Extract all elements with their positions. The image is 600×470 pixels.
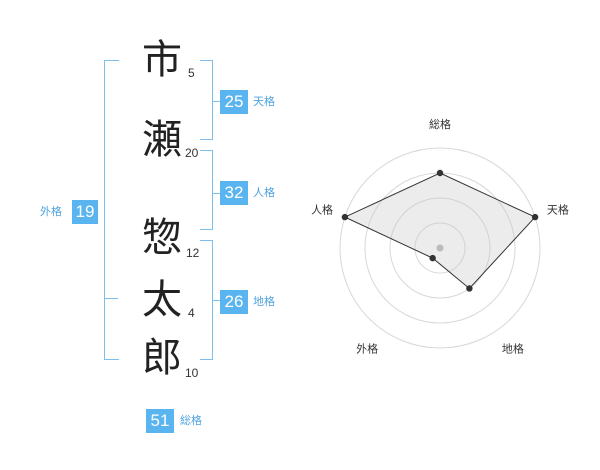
radar-ring-2: [389, 197, 491, 299]
jinkaku-label: 人格: [253, 186, 275, 199]
radar-ring-1: [414, 222, 466, 274]
name-char-2: 瀬: [142, 117, 182, 163]
radar-point-4: [429, 254, 436, 262]
soukaku-label: 総格: [180, 414, 202, 427]
radar-center-dot: [436, 244, 444, 252]
tenkaku-bracket: [200, 60, 213, 140]
name-char-5: 郎: [142, 335, 182, 381]
name-char-3: 惣: [142, 215, 182, 261]
radar-point-3: [466, 285, 473, 292]
jinkaku-bracket: [200, 150, 213, 230]
chikaku-bracket-tick: [212, 300, 220, 301]
gaikaku-label: 外格: [40, 205, 62, 218]
tenkaku-value-badge: 25: [220, 90, 248, 114]
stroke-count-5: 10: [185, 366, 199, 380]
radar-axis-label-5: 人格: [311, 203, 333, 217]
radar-point-2: [531, 213, 539, 221]
stroke-count-2: 20: [185, 146, 199, 160]
jinkaku-value-badge: 32: [220, 181, 248, 205]
chikaku-value-badge: 26: [220, 290, 248, 314]
radar-point-5: [341, 213, 349, 221]
stroke-count-4: 4: [188, 306, 195, 320]
jinkaku-bracket-tick: [212, 193, 220, 194]
radar-points: [341, 169, 539, 292]
radar-ring-4: [339, 147, 541, 349]
gaikaku-bracket-tick: [104, 298, 118, 299]
name-char-4: 太: [142, 277, 182, 323]
radar-axis-label-2: 天格: [547, 203, 569, 217]
chikaku-label: 地格: [253, 295, 275, 308]
radar-point-1: [436, 169, 444, 177]
stroke-count-3: 12: [186, 246, 200, 260]
stroke-count-1: 5: [188, 66, 195, 80]
name-char-1: 市: [142, 37, 182, 83]
gaikaku-bracket: [104, 60, 119, 360]
radar-axis-label-4: 外格: [356, 341, 378, 355]
tenkaku-bracket-tick: [212, 101, 220, 102]
soukaku-value-badge: 51: [146, 409, 174, 433]
gaikaku-value-badge: 19: [72, 200, 98, 224]
tenkaku-label: 天格: [253, 95, 275, 108]
radar-axis-label-1: 総格: [429, 117, 451, 131]
radar-score-polygon: [343, 172, 536, 290]
radar-axis-label-3: 地格: [502, 341, 524, 355]
